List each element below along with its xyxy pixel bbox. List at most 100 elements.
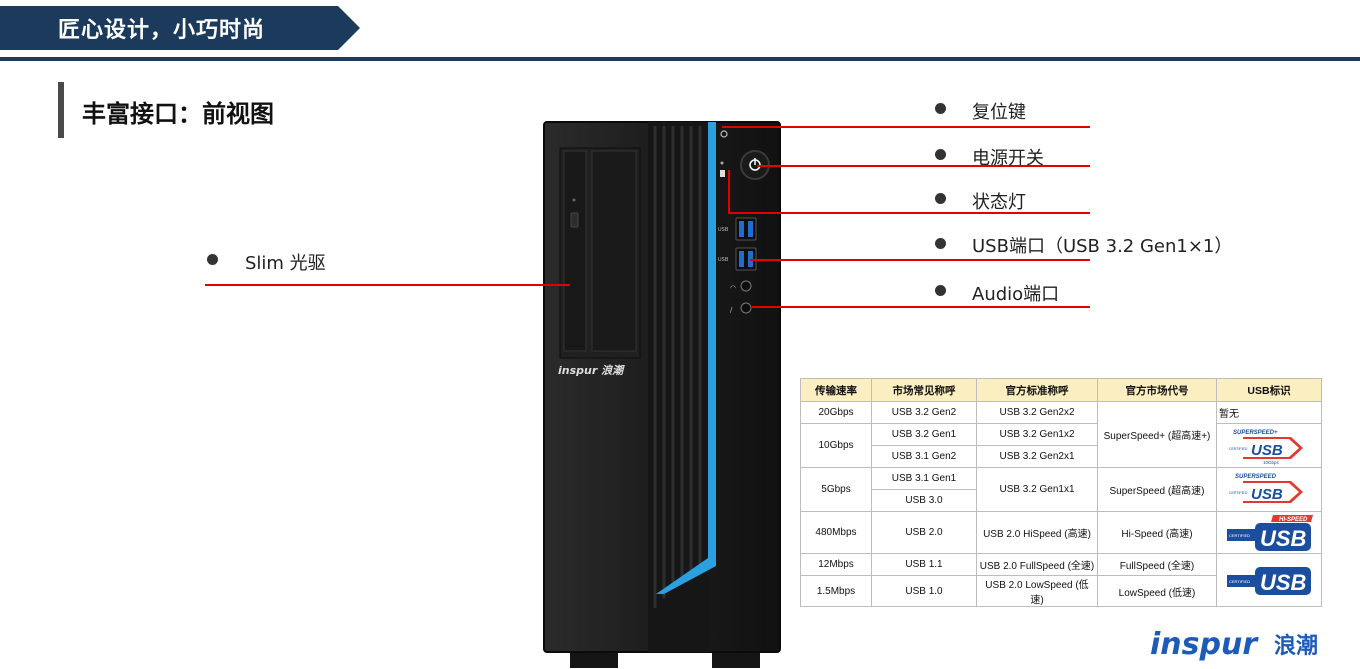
cell-common: USB 3.1 Gen1 [871,467,977,490]
usb-hispeed-logo: HI-SPEED CERTIFIED USB [1227,514,1313,551]
cell-speed: 1.5Mbps [800,575,872,607]
callout-dot-audio [935,285,946,296]
optical-led [572,198,576,202]
cell-official: USB 2.0 LowSpeed (低速) [976,575,1098,607]
usb-spec-table: 传输速率 市场常见称呼 官方标准称呼 官方市场代号 USB标识 20Gbps U… [800,378,1322,607]
cell-logo-none: 暂无 [1216,401,1322,424]
cell-logo-basic: CERTIFIED USB [1216,553,1322,607]
callout-dot-power [935,149,946,160]
optical-eject-button [570,212,579,228]
svg-text:CERTIFIED: CERTIFIED [1229,447,1248,451]
usb-superspeed-logo: SUPERSPEED USB CERTIFIED [1229,474,1303,503]
mic-jack [740,302,752,314]
pc-front-view: inspur 浪潮 USB USB ◠ / [543,121,781,668]
drive-slot-cover [591,150,637,352]
svg-text:SUPERSPEED: SUPERSPEED [1235,474,1277,480]
callout-line-status-v [728,170,730,214]
cell-official: USB 2.0 HiSpeed (高速) [976,511,1098,554]
cell-speed: 10Gbps [800,423,872,468]
cell-common: USB 1.0 [871,575,977,607]
svg-text:CERTIFIED: CERTIFIED [1229,533,1250,538]
cell-logo-superspeed-plus: SUPERSPEED+ USB CERTIFIED 10Gbps [1216,423,1322,468]
callout-line-usb [750,259,1090,261]
svg-text:CERTIFIED: CERTIFIED [1229,491,1248,495]
cell-official: USB 3.2 Gen1x2 [976,423,1098,446]
header-official-name: 官方标准称呼 [976,378,1098,402]
table-row: USB 3.1 Gen2 USB 3.2 Gen2x1 [801,445,1322,468]
callout-dot-status [935,193,946,204]
headphone-jack [740,280,752,292]
usb-label-2: USB [718,257,729,263]
callout-dot-reset [935,103,946,114]
cell-speed: 5Gbps [800,467,872,512]
cell-logo-superspeed: SUPERSPEED USB CERTIFIED [1216,467,1322,512]
callout-power-switch: 电源开关 [972,148,1044,169]
cell-speed: 480Mbps [800,511,872,554]
table-row: 12Mbps USB 1.1 USB 2.0 FullSpeed (全速) Fu… [800,553,1322,607]
cell-official: USB 3.2 Gen2x2 [976,401,1098,424]
section-title: 丰富接口：前视图 [82,100,274,128]
case-ribs [648,122,710,652]
cell-common: USB 3.2 Gen2 [871,401,977,424]
blue-accent-stripe [656,122,716,594]
svg-text:USB: USB [1251,486,1283,503]
callout-status-light: 状态灯 [972,192,1026,213]
table-row: 1.5Mbps USB 1.0 USB 2.0 LowSpeed (低速) Lo… [800,575,1322,607]
cell-common: USB 3.1 Gen2 [871,445,977,468]
table-header-row: 传输速率 市场常见称呼 官方标准称呼 官方市场代号 USB标识 [800,378,1322,402]
callout-audio-port: Audio端口 [972,284,1060,305]
usb-basic-logo: CERTIFIED USB [1227,567,1311,595]
cell-market-code: Hi-Speed (高速) [1097,511,1217,554]
case-brand-logo: inspur 浪潮 [558,364,625,377]
cell-official: USB 2.0 FullSpeed (全速) [976,553,1098,576]
inspur-footer-logo: inspur 浪潮 [1150,627,1318,662]
svg-text:CERTIFIED: CERTIFIED [1229,579,1250,584]
callout-line-status-h [728,212,1090,214]
svg-text:USB: USB [1260,526,1307,551]
table-row: 20Gbps USB 3.2 Gen2 USB 3.2 Gen2x2 Super… [800,401,1322,468]
header-speed: 传输速率 [800,378,872,402]
callout-line-reset [722,126,1090,128]
slim-optical-drive [563,150,587,352]
callout-dot-optical [207,254,218,265]
headphone-icon: ◠ [730,284,736,292]
usb-label-1: USB [718,227,729,233]
svg-text:HI-SPEED: HI-SPEED [1279,517,1308,523]
cell-official: USB 3.2 Gen1x1 [976,467,1098,512]
callout-line-audio [752,306,1090,308]
cell-common: USB 3.2 Gen1 [871,423,977,446]
cell-common: USB 2.0 [871,511,977,554]
svg-text:inspur: inspur [1150,627,1259,662]
table-row: 480Mbps USB 2.0 USB 2.0 HiSpeed (高速) Hi-… [800,511,1322,554]
cell-market-code: SuperSpeed (超高速) [1097,467,1217,512]
callout-line-power [757,165,1090,167]
cell-speed: 12Mbps [800,553,872,576]
table-row: 5Gbps USB 3.1 Gen1 USB 3.2 Gen1x1 SuperS… [800,467,1322,512]
cell-market-code: FullSpeed (全速) [1097,553,1217,576]
svg-text:SUPERSPEED+: SUPERSPEED+ [1233,430,1278,436]
table-row: 10Gbps USB 3.2 Gen1 USB 3.2 Gen1x2 SUPER… [800,423,1322,468]
header-common-name: 市场常见称呼 [871,378,977,402]
cell-speed: 20Gbps [800,401,872,424]
hdd-led [720,161,724,165]
callout-optical-drive: Slim 光驱 [245,253,326,274]
callout-usb-port: USB端口（USB 3.2 Gen1×1） [972,236,1233,257]
usb-superspeed-plus-logo: SUPERSPEED+ USB CERTIFIED 10Gbps [1229,430,1303,465]
mic-icon: / [730,306,733,314]
header-banner [0,6,360,50]
cell-official: USB 3.2 Gen2x1 [976,445,1098,468]
status-light [720,170,725,177]
cell-common: USB 1.1 [871,553,977,576]
callout-reset-button: 复位键 [972,102,1026,123]
cell-market-code: LowSpeed (低速) [1097,575,1217,607]
callout-line-optical [205,284,570,286]
header-rule [0,57,1360,61]
header-usb-logo: USB标识 [1216,378,1322,402]
header-market-code: 官方市场代号 [1097,378,1217,402]
cell-common: USB 3.0 [871,489,977,512]
svg-text:10Gbps: 10Gbps [1263,460,1280,465]
reset-button [720,130,728,138]
callout-dot-usb [935,238,946,249]
cell-logo-hispeed: HI-SPEED CERTIFIED USB [1216,511,1322,554]
svg-text:USB: USB [1251,442,1283,459]
